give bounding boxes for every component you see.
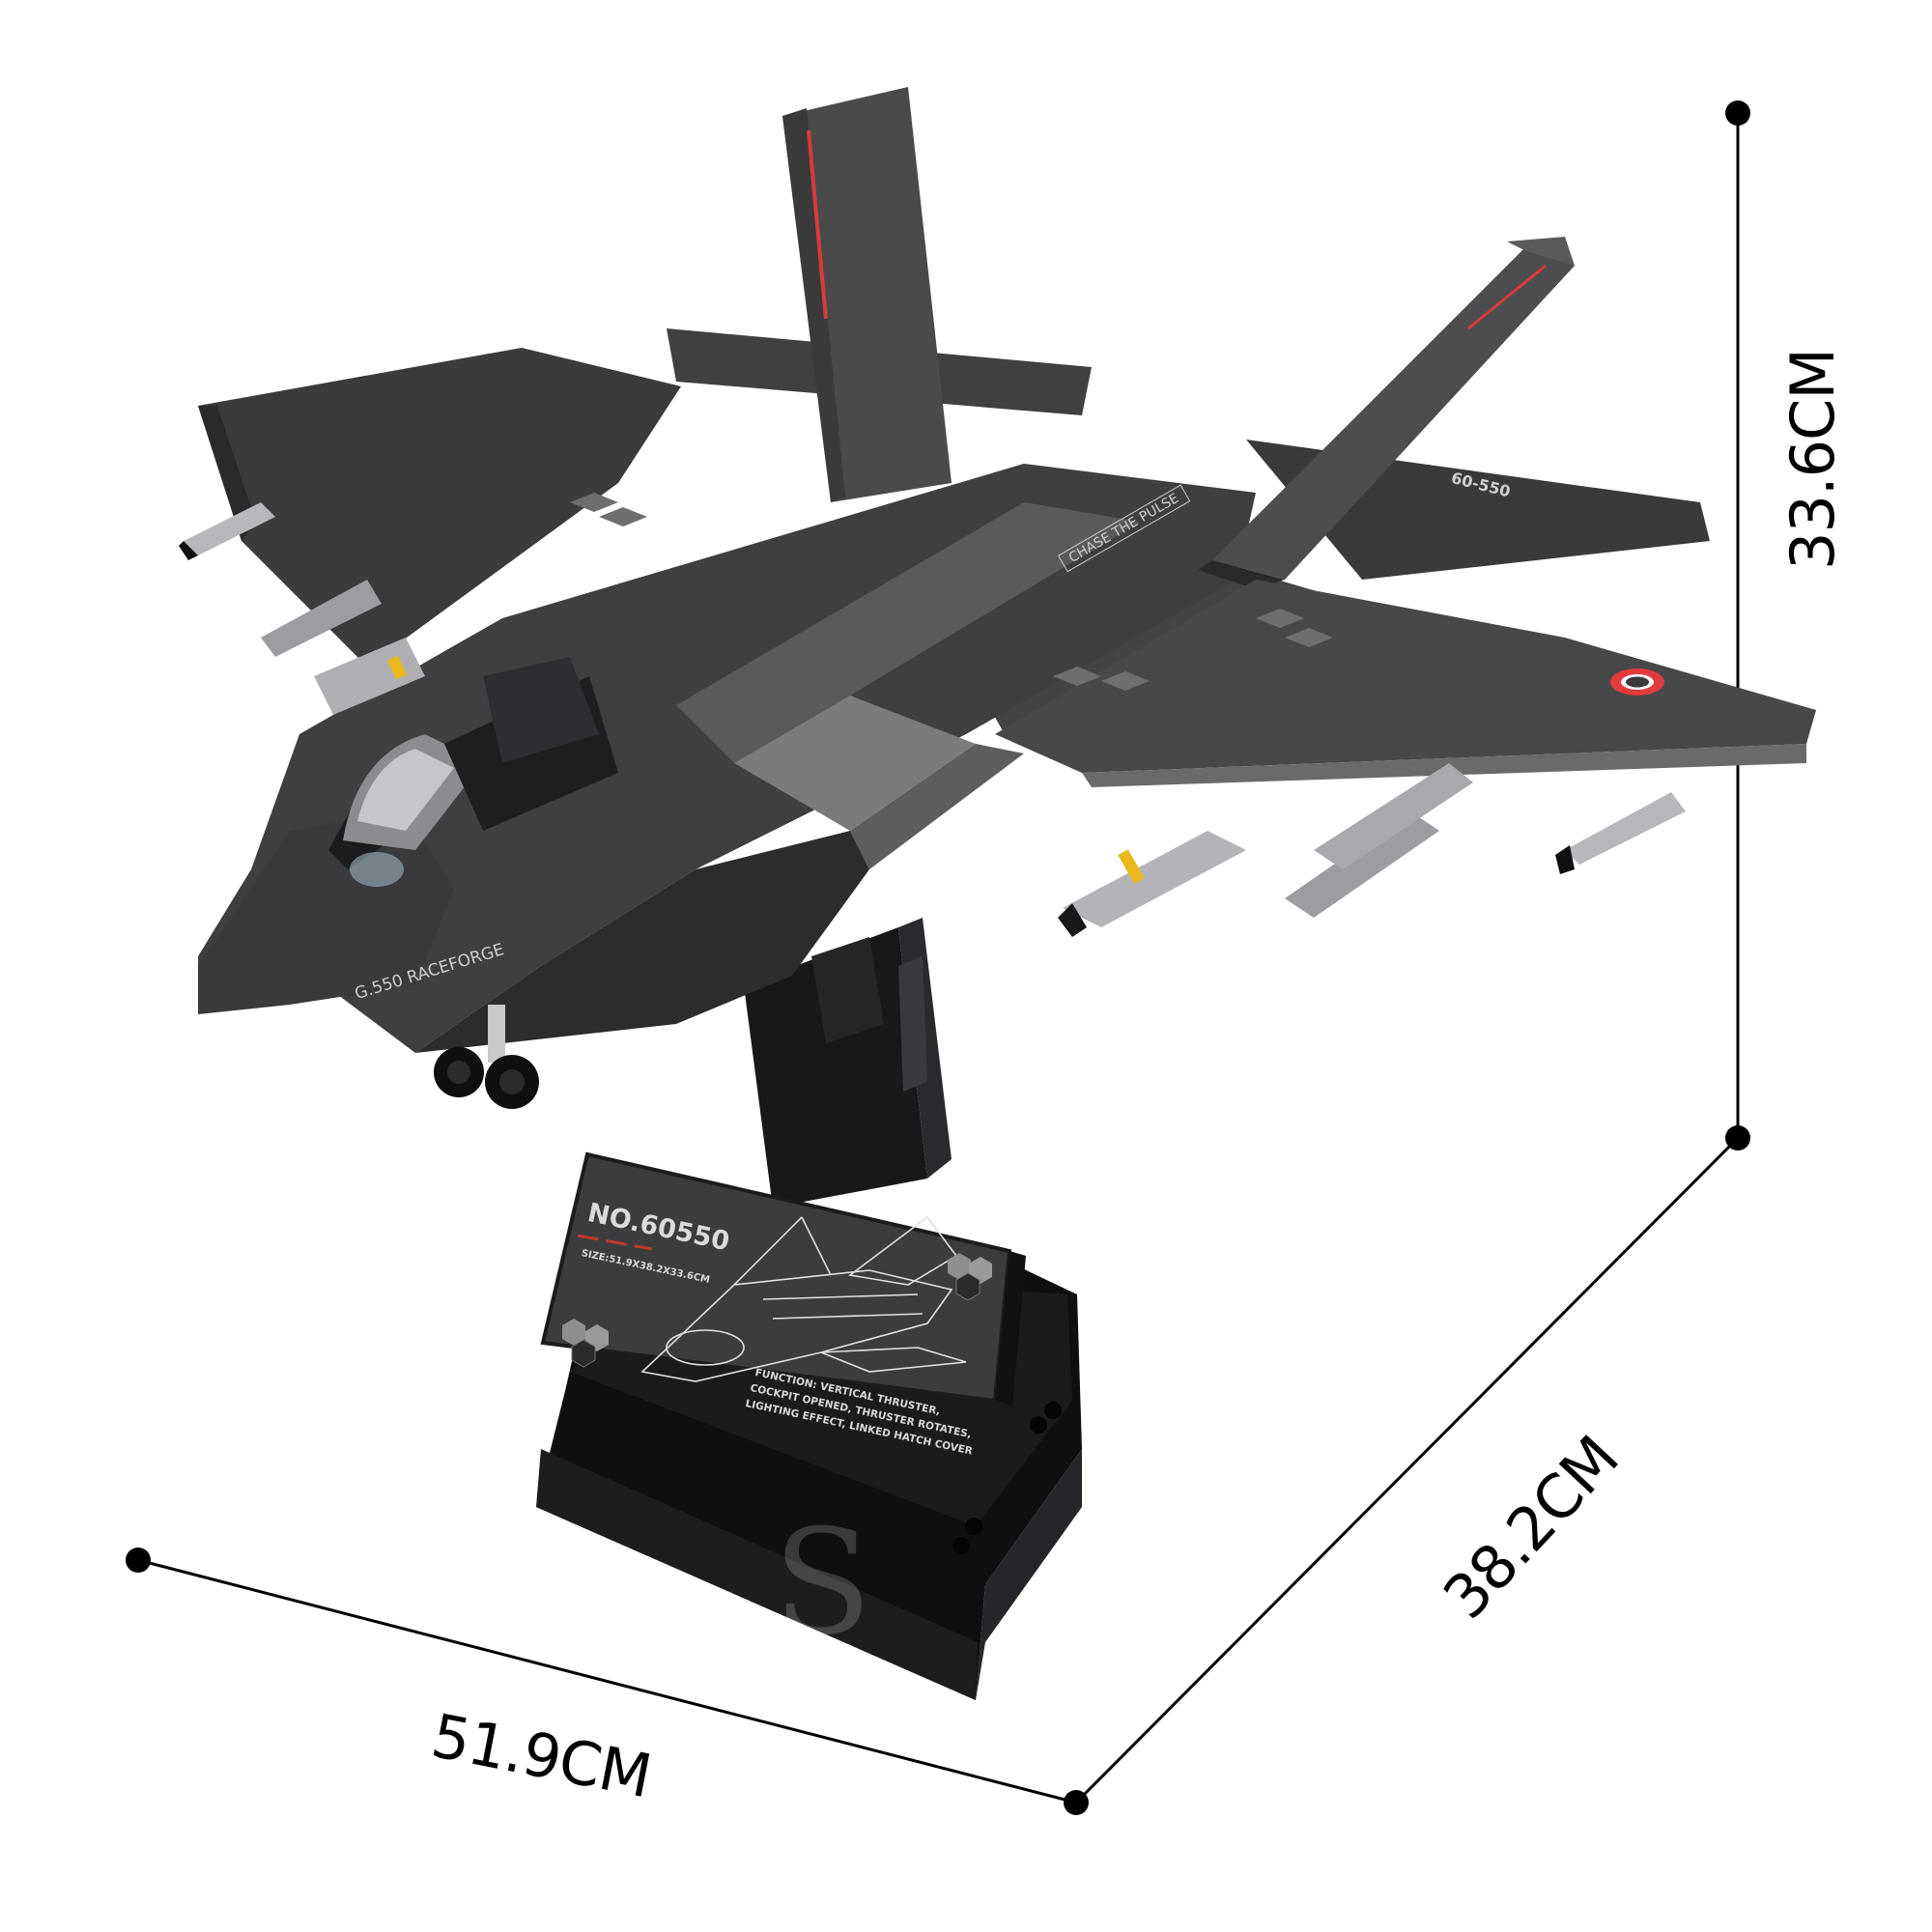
dimension-lines — [126, 100, 1750, 1815]
left-missiles — [179, 502, 425, 715]
watermark: S — [773, 1499, 872, 1667]
height-dimension-label: 33.6CM — [1777, 349, 1848, 570]
wing-hex-decals — [570, 493, 1333, 691]
hex-decal-icon — [562, 1253, 992, 1368]
roundel-icon — [1610, 668, 1664, 696]
right-wing-missiles — [1058, 763, 1686, 937]
fighter-jet-model — [179, 87, 1816, 1109]
front-landing-gear — [434, 1005, 539, 1109]
red-stripe — [577, 1234, 653, 1251]
info-placard — [540, 1151, 1026, 1406]
